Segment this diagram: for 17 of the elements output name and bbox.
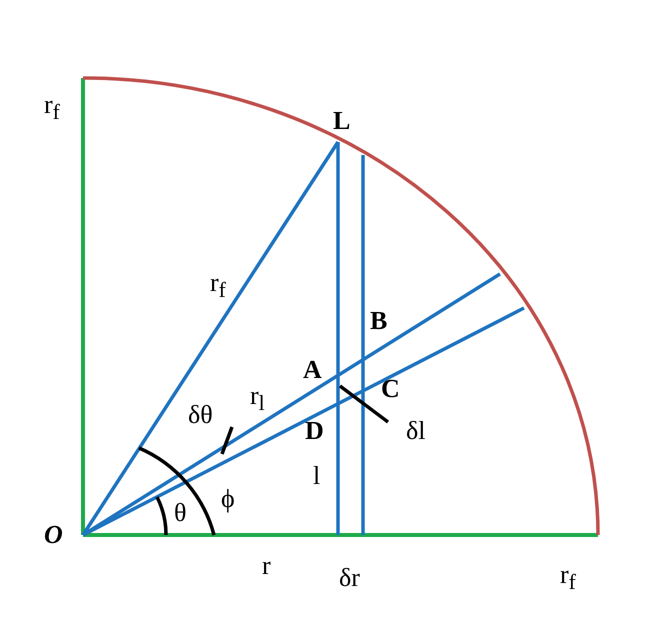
- axis-label: r$_{f}$: [560, 562, 576, 594]
- angle-label: θ: [174, 500, 186, 526]
- length-label: r$_{l}$: [250, 383, 265, 415]
- point-label: D: [305, 418, 324, 444]
- axis-label: r$_{f}$: [44, 92, 60, 124]
- angle-label: δθ: [188, 402, 213, 428]
- angle-label: ϕ: [221, 486, 235, 512]
- origin-label: O: [44, 522, 63, 548]
- length-label: δl: [406, 418, 426, 444]
- point-label: L: [333, 108, 350, 134]
- point-label: A: [303, 357, 322, 383]
- length-label: l: [313, 463, 320, 489]
- point-label: C: [381, 376, 400, 402]
- length-label: r$_{f}$: [210, 270, 226, 302]
- length-label: r: [262, 553, 271, 579]
- length-label: δr: [339, 565, 360, 591]
- point-label: B: [370, 308, 388, 334]
